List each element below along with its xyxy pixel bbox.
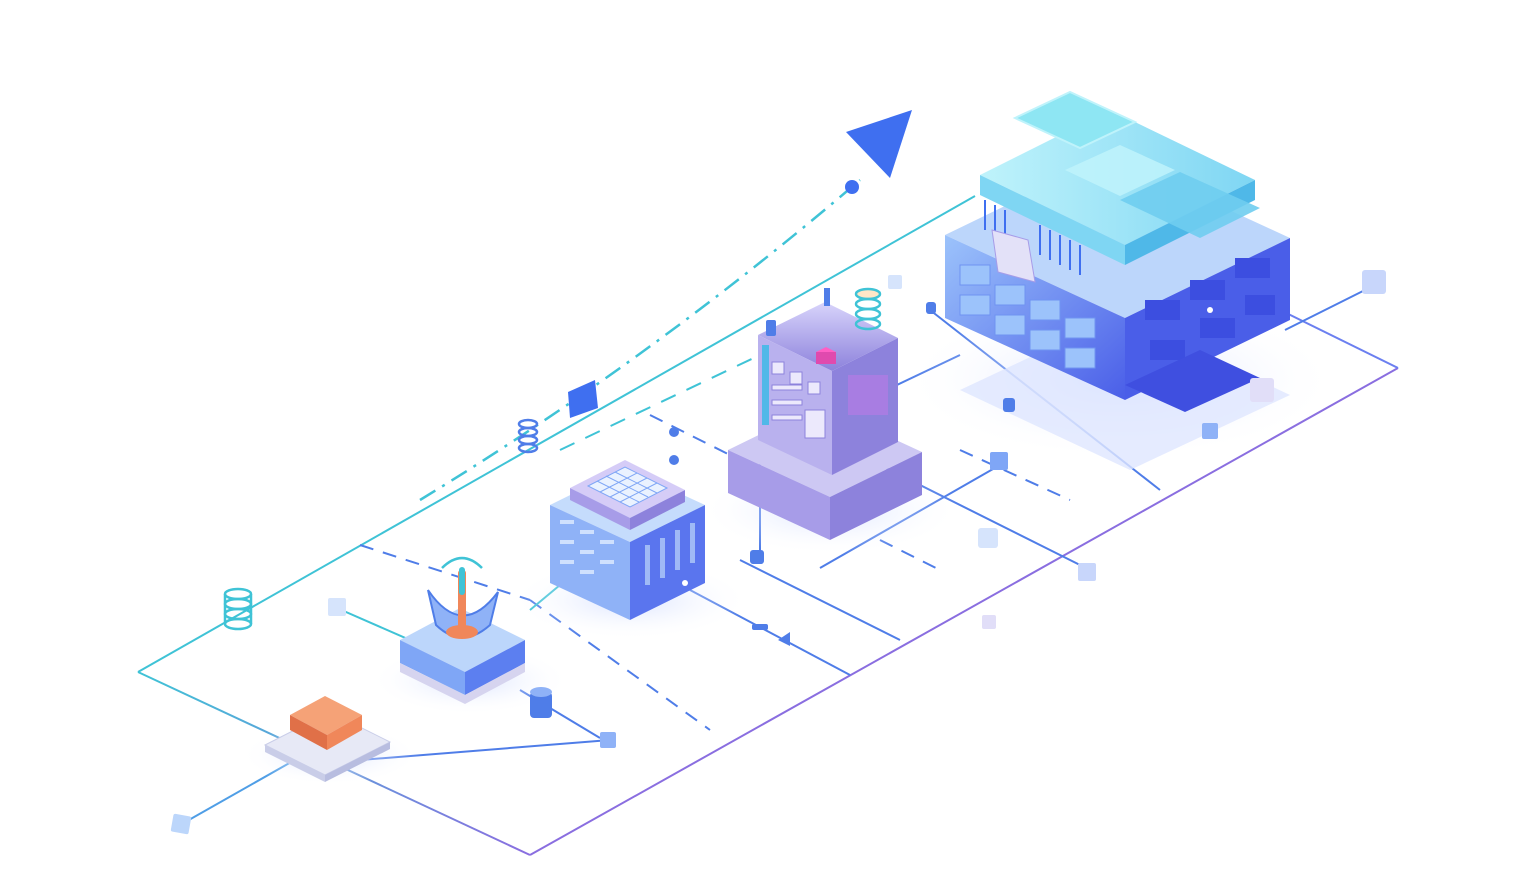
flag-icon [568, 380, 598, 418]
inner-line-8 [739, 559, 901, 641]
tower-windows [771, 361, 826, 439]
bottom-edge-line [529, 367, 1399, 856]
cube-icons [170, 270, 1386, 835]
inner-line-16 [959, 449, 1071, 501]
chip-grid-top [586, 466, 669, 508]
server-rack-node [550, 460, 705, 620]
inner-line-12 [1284, 284, 1376, 331]
right-edge-line [1269, 304, 1399, 369]
data-center-panels [959, 264, 1096, 369]
small-orange-chip-node [263, 696, 392, 782]
document-sheet-icon [991, 229, 1036, 283]
database-stack-icon [854, 287, 882, 331]
large-data-center-node [945, 90, 1290, 470]
small-connector-icons [669, 427, 790, 646]
arrow-head-icon [846, 110, 912, 178]
antenna-sensor-node [400, 556, 525, 704]
server-rack-vents [560, 520, 614, 574]
database-stack-icon [517, 418, 539, 454]
trend-arrow-dot [845, 180, 859, 194]
trend-arrow-path [419, 179, 861, 502]
database-stack-icon [223, 587, 253, 631]
floating-icons [170, 270, 1386, 835]
office-tower-node [728, 287, 922, 540]
trend-arrow [419, 110, 912, 502]
outer-boundary-line [137, 195, 976, 673]
inner-line-13 [559, 354, 761, 451]
cylinder-icon [530, 687, 552, 718]
inner-line-6 [359, 544, 531, 601]
